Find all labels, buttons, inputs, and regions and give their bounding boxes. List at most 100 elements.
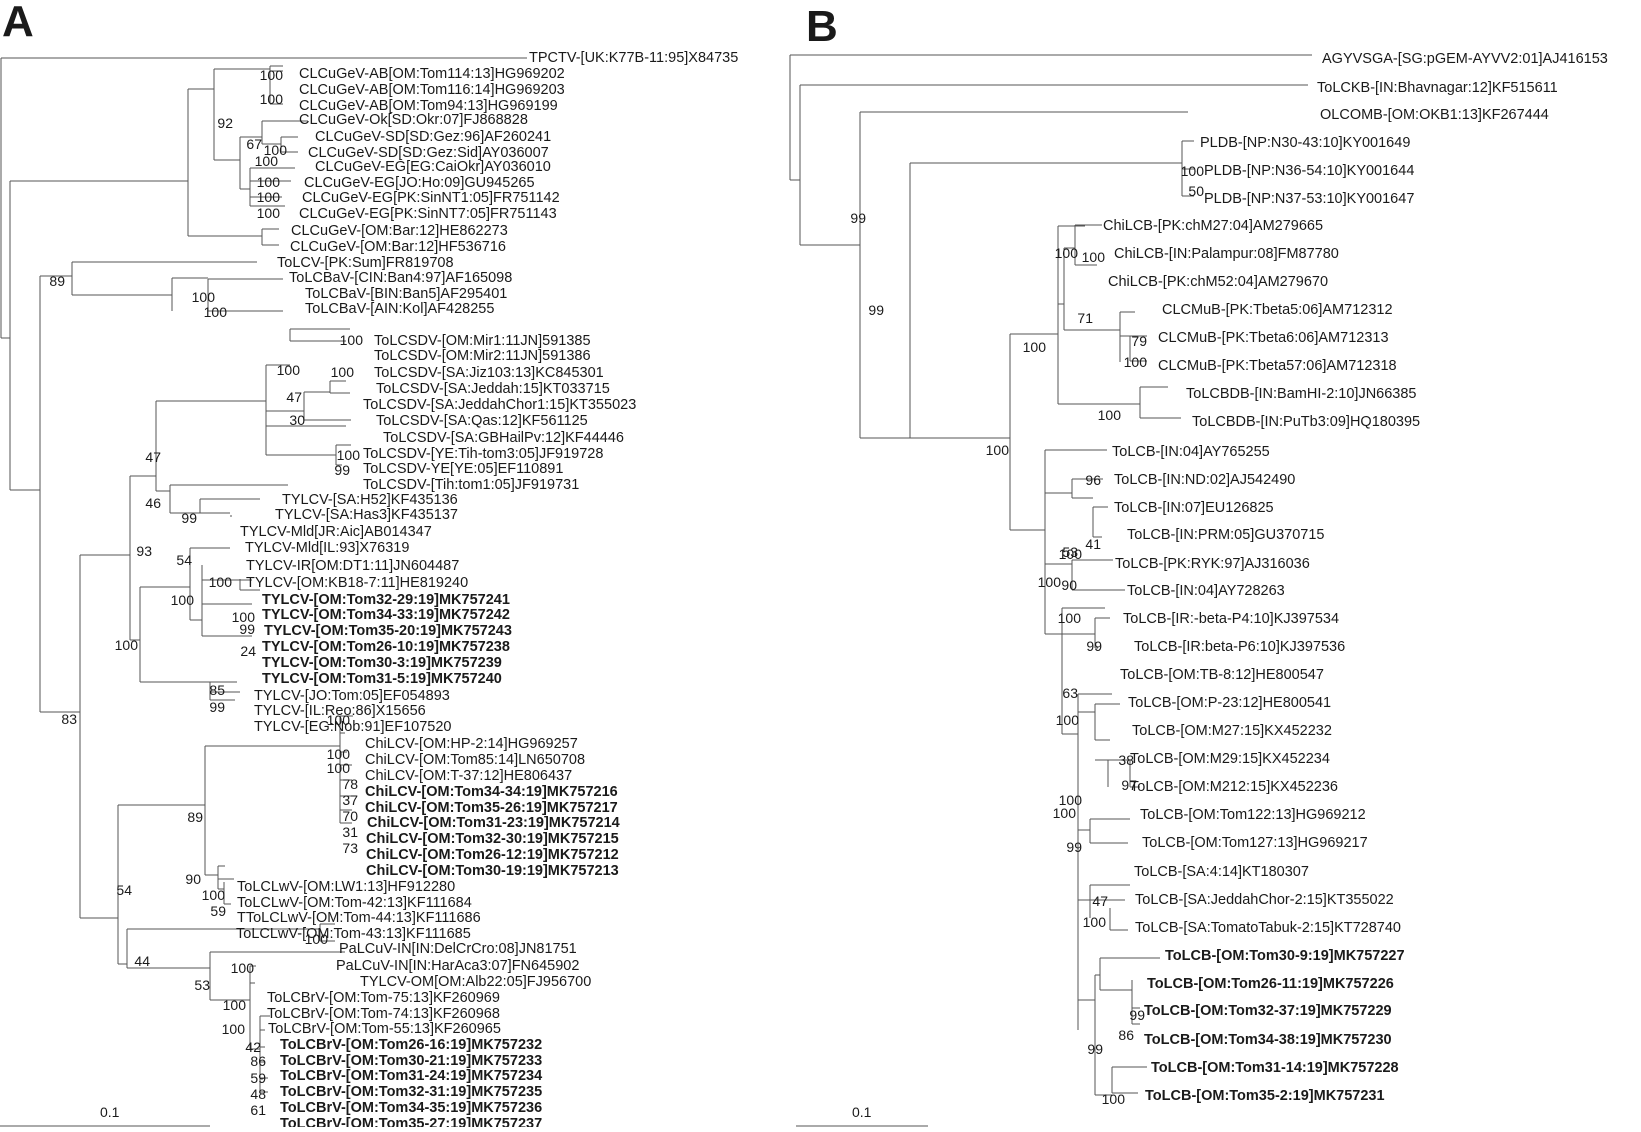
leaf-label: CLCuGeV-EG[JO:Ho:09]GU945265 xyxy=(304,175,535,191)
bootstrap-value: 99 xyxy=(209,699,225,715)
panel-a-scale-label: 0.1 xyxy=(100,1104,120,1120)
leaf-label: CLCuGeV-AB[OM:Tom116:14]HG969203 xyxy=(299,82,565,98)
bootstrap-value: 100 xyxy=(1055,245,1079,261)
bootstrap-value: 100 xyxy=(1181,163,1205,179)
bootstrap-value: 100 xyxy=(257,189,281,205)
bootstrap-value: 100 xyxy=(986,442,1010,458)
bootstrap-value: 24 xyxy=(240,643,256,659)
leaf-label: ToLCBDB-[IN:PuTb3:09]HQ180395 xyxy=(1192,414,1420,430)
leaf-label: ToLCB-[IR:beta-P6:10]KJ397536 xyxy=(1134,639,1345,655)
leaf-label: ToLCB-[OM:Tom32-37:19]MK757229 xyxy=(1144,1003,1392,1019)
panel-b-letter: B xyxy=(806,2,838,51)
leaf-label: ToLCBrV-[OM:Tom26-16:19]MK757232 xyxy=(280,1037,542,1053)
leaf-label: ToLCBrV-[OM:Tom-75:13]KF260969 xyxy=(267,990,500,1006)
leaf-label: ToLCV-[PK:Sum]FR819708 xyxy=(277,255,454,271)
leaf-label: TPCTV-[UK:K77B-11:95]X84735 xyxy=(529,50,738,66)
bootstrap-value: 100 xyxy=(1023,339,1047,355)
leaf-label: ToLCBrV-[OM:Tom-74:13]KF260968 xyxy=(267,1006,500,1022)
leaf-label: ChiLCV-[OM:HP-2:14]HG969257 xyxy=(365,736,578,752)
leaf-label: TYLCV-OM[OM:Alb22:05]FJ956700 xyxy=(360,974,591,990)
leaf-label: TYLCV-[OM:Tom32-29:19]MK757241 xyxy=(262,592,510,608)
bootstrap-value: 100 xyxy=(1124,354,1148,370)
leaf-label: ToLCB-[OM:Tom34-38:19]MK757230 xyxy=(1144,1032,1392,1048)
leaf-label: ToLCBrV-[OM:Tom35-27:19]MK757237 xyxy=(280,1116,542,1127)
leaf-label: TYLCV-Mld[IL:93]X76319 xyxy=(245,540,409,556)
leaf-label: ToLCBrV-[OM:Tom32-31:19]MK757235 xyxy=(280,1084,542,1100)
panel-a-branches xyxy=(0,57,527,1093)
bootstrap-value: 38 xyxy=(1118,752,1134,768)
leaf-label: TYLCV-[JO:Tom:05]EF054893 xyxy=(254,688,450,704)
leaf-label: ToLCB-[OM:M29:15]KX452234 xyxy=(1130,751,1330,767)
bootstrap-value: 100 xyxy=(202,887,226,903)
leaf-label: ToLCB-[IN:04]AY765255 xyxy=(1112,444,1270,460)
bootstrap-value: 53 xyxy=(1062,544,1078,560)
bootstrap-value: 100 xyxy=(340,332,364,348)
bootstrap-value: 100 xyxy=(255,153,279,169)
leaf-label: PaLCuV-IN[IN:HarAca3:07]FN645902 xyxy=(336,958,579,974)
bootstrap-value: 99 xyxy=(1086,638,1102,654)
leaf-label: ChiLCV-[OM:T-37:12]HE806437 xyxy=(365,768,572,784)
bootstrap-value: 54 xyxy=(116,882,132,898)
bootstrap-value: 100 xyxy=(204,304,228,320)
leaf-label: ToLCLwV-[OM:Tom-42:13]KF111684 xyxy=(237,895,472,911)
leaf-label: ToLCBrV-[OM:Tom31-24:19]MK757234 xyxy=(280,1068,542,1084)
leaf-label: CLCuGeV-SD[SD:Gez:Sid]AY036007 xyxy=(308,145,549,161)
leaf-label: ToLCB-[OM:M27:15]KX452232 xyxy=(1132,723,1332,739)
bootstrap-value: 100 xyxy=(327,712,351,728)
bootstrap-value: 50 xyxy=(1188,183,1204,199)
bootstrap-value: 99 xyxy=(1066,839,1082,855)
bootstrap-value: 100 xyxy=(1059,792,1083,808)
bootstrap-value: 99 xyxy=(1129,1007,1145,1023)
leaf-label: TYLCV-[SA:H52]KF435136 xyxy=(282,492,458,508)
bootstrap-value: 47 xyxy=(286,389,302,405)
bootstrap-value: 100 xyxy=(257,205,281,221)
bootstrap-value: 100 xyxy=(277,362,301,378)
panel-a-scale-bar: 0.1 xyxy=(0,1104,210,1127)
leaf-label: ToLCSDV-[YE:Tih-tom3:05]JF919728 xyxy=(363,446,603,462)
panel-b-leaf-labels: AGYVSGA-[SG:pGEM-AYVV2:01]AJ416153ToLCKB… xyxy=(1103,51,1608,1104)
leaf-label: ChiLCB-[IN:Palampur:08]FM87780 xyxy=(1114,246,1339,262)
leaf-label: ToLCSDV-[SA:Qas:12]KF561125 xyxy=(376,413,588,429)
panel-b-branches xyxy=(789,54,1312,1096)
bootstrap-value: 99 xyxy=(868,302,884,318)
leaf-label: CLCuGeV-SD[SD:Gez:96]AF260241 xyxy=(315,129,551,145)
bootstrap-value: 41 xyxy=(1085,536,1101,552)
leaf-label: ToLCB-[IN:04]AY728263 xyxy=(1127,583,1285,599)
bootstrap-value: 100 xyxy=(171,592,195,608)
leaf-label: ToLCBDB-[IN:BamHI-2:10]JN66385 xyxy=(1186,386,1417,402)
leaf-label: TYLCV-[OM:Tom35-20:19]MK757243 xyxy=(264,623,512,639)
bootstrap-value: 99 xyxy=(239,621,255,637)
bootstrap-value: 100 xyxy=(232,609,256,625)
leaf-label: CLCuGeV-[OM:Bar:12]HF536716 xyxy=(290,239,506,255)
leaf-label: ChiLCV-[OM:Tom34-34:19]MK757216 xyxy=(365,784,618,800)
bootstrap-value: 100 xyxy=(331,364,355,380)
bootstrap-value: 100 xyxy=(223,997,247,1013)
bootstrap-value: 92 xyxy=(217,115,233,131)
leaf-label: TYLCV-[OM:KB18-7:11]HE819240 xyxy=(246,575,468,591)
bootstrap-value: 53 xyxy=(194,977,210,993)
bootstrap-value: 100 xyxy=(231,960,255,976)
bootstrap-value: 100 xyxy=(1083,914,1107,930)
bootstrap-value: 100 xyxy=(1038,574,1062,590)
leaf-label: ChiLCV-[OM:Tom35-26:19]MK757217 xyxy=(365,800,618,816)
leaf-label: ToLCB-[SA:TomatoTabuk-2:15]KT728740 xyxy=(1135,920,1401,936)
leaf-label: ToLCB-[IR:-beta-P4:10]KJ397534 xyxy=(1123,611,1339,627)
bootstrap-value: 46 xyxy=(145,495,161,511)
bootstrap-value: 100 xyxy=(257,174,281,190)
panel-b-scale-label: 0.1 xyxy=(852,1104,872,1120)
bootstrap-value: 100 xyxy=(115,637,139,653)
leaf-label: ToLCSDV-[SA:JeddahChor1:15]KT355023 xyxy=(363,397,636,413)
leaf-label: ToLCSDV-[SA:Jiz103:13]KC845301 xyxy=(374,365,604,381)
bootstrap-value: 48 xyxy=(250,1086,266,1102)
leaf-label: ChiLCB-[PK:chM52:04]AM279670 xyxy=(1108,274,1328,290)
leaf-label: ToLCB-[SA:4:14]KT180307 xyxy=(1134,864,1309,880)
leaf-label: ToLCB-[SA:JeddahChor-2:15]KT355022 xyxy=(1135,892,1394,908)
leaf-label: TToLCLwV-[OM:Tom-44:13]KF111686 xyxy=(237,910,481,926)
leaf-label: TYLCV-Mld[JR:Aic]AB014347 xyxy=(240,524,432,540)
leaf-label: PaLCuV-IN[IN:DelCrCro:08]JN81751 xyxy=(339,941,577,957)
bootstrap-value: 79 xyxy=(1131,333,1147,349)
bootstrap-value: 63 xyxy=(1062,685,1078,701)
